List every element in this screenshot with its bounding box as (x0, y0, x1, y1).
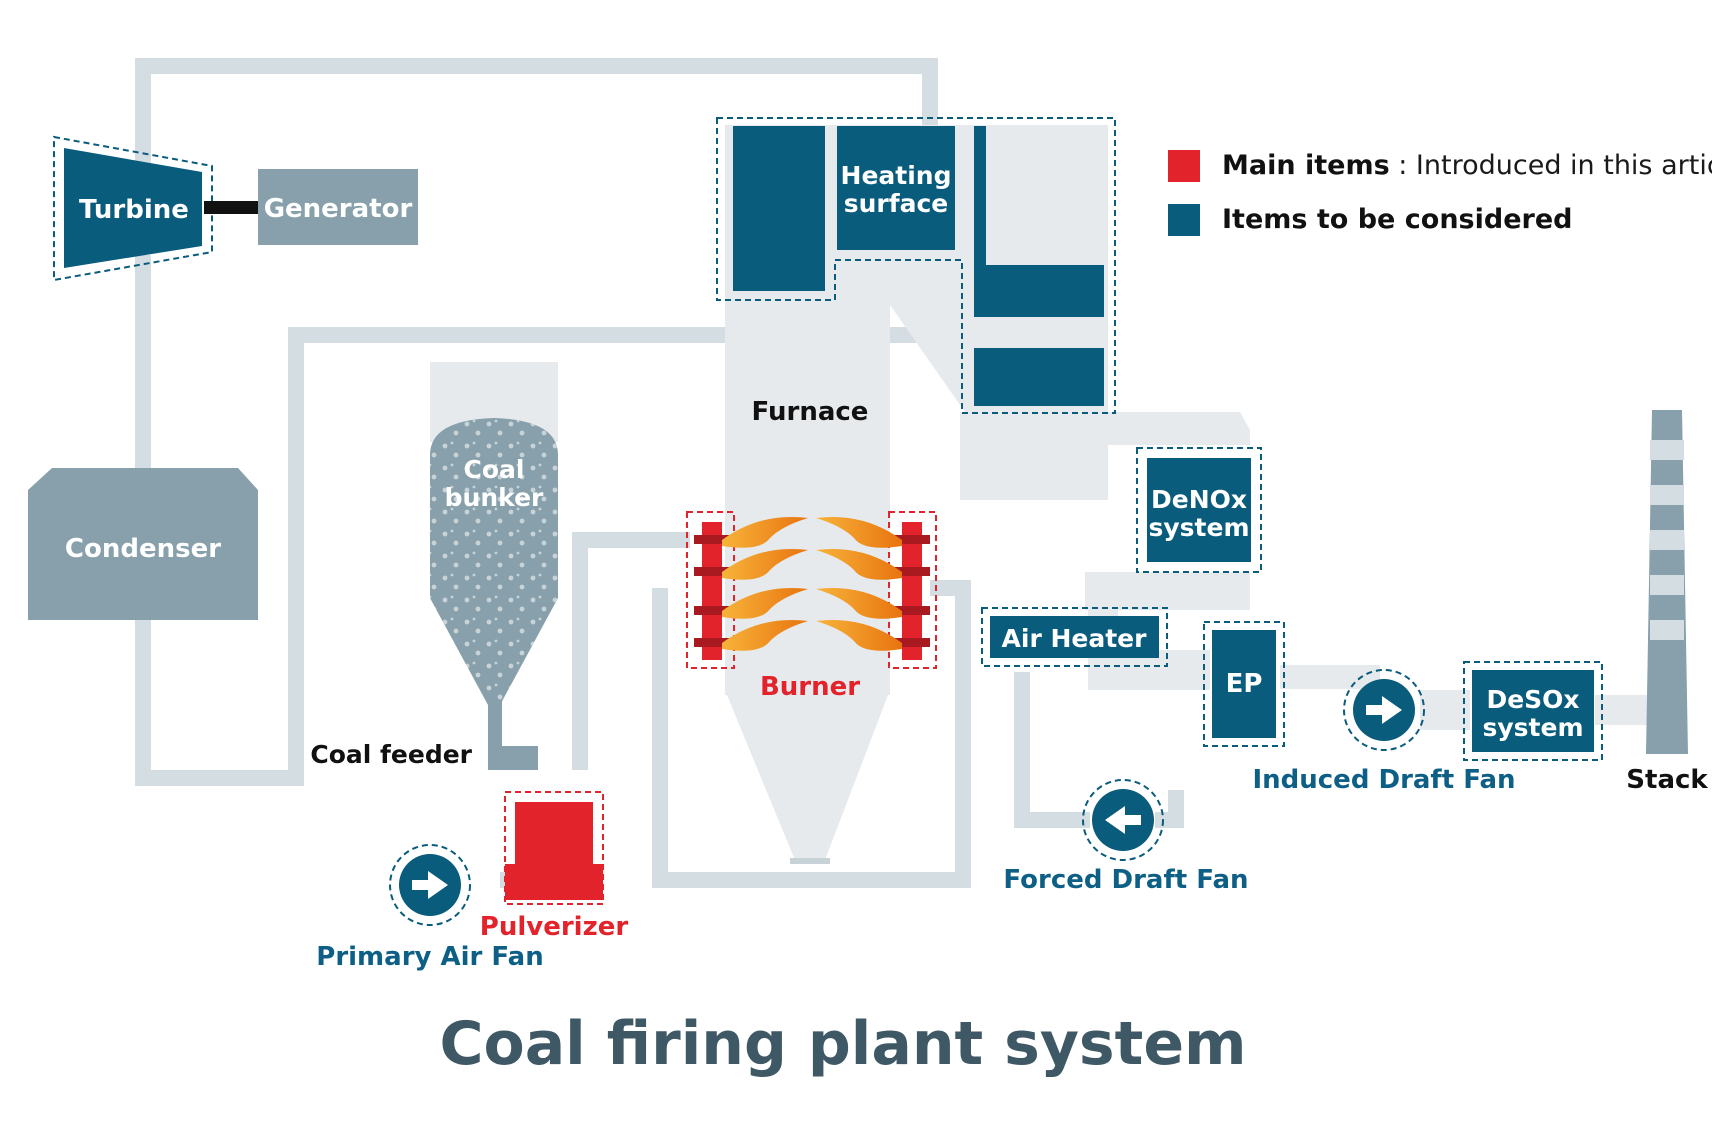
denox-label-2: system (1148, 513, 1249, 542)
arrow-right-icon (1366, 696, 1402, 724)
primary-air-fan[interactable]: Primary Air Fan (316, 844, 544, 972)
legend-considered-label: Items to be considered (1222, 204, 1572, 235)
forced-draft-fan-label: Forced Draft Fan (1003, 865, 1248, 895)
induced-draft-fan-label: Induced Draft Fan (1252, 765, 1515, 795)
flames (722, 516, 902, 651)
legend: Main items : Introduced in this article … (1168, 150, 1712, 236)
coal-feeder-label: Coal feeder (310, 740, 472, 769)
furnace-label: Furnace (752, 397, 869, 427)
flue-gas-ducts (960, 412, 1655, 730)
diagram-title: Coal firing plant system (439, 1009, 1246, 1079)
forced-draft-fan[interactable]: Forced Draft Fan (1003, 779, 1249, 895)
denox-system: DeNOx system (1136, 447, 1262, 573)
ep: EP (1203, 621, 1285, 747)
turbine-shaft (204, 201, 258, 214)
coal-bunker-label-2: bunker (445, 483, 544, 512)
stack: Stack (1626, 410, 1708, 795)
legend-swatch-main (1168, 150, 1200, 182)
coal-bunker: Coal bunker (430, 362, 558, 705)
legend-swatch-considered (1168, 204, 1200, 236)
generator-label: Generator (264, 194, 413, 224)
ep-label: EP (1226, 669, 1263, 699)
denox-label-1: DeNOx (1151, 485, 1247, 514)
air-heater-label: Air Heater (1002, 624, 1148, 653)
coal-bunker-label-1: Coal (464, 455, 525, 484)
coal-feeder: Coal feeder (310, 700, 538, 770)
heating-surface-label-1: Heating (841, 161, 952, 190)
legend-main-label: Main items (1222, 150, 1390, 181)
burner-label: Burner (760, 672, 860, 702)
generator: Generator (258, 169, 418, 245)
pulverizer-label: Pulverizer (480, 912, 629, 942)
heating-surface: Heating surface (716, 117, 1116, 414)
desox-system: DeSOx system (1463, 661, 1603, 761)
steam-pipes (135, 58, 1184, 888)
burner: Burner (686, 511, 937, 702)
svg-text:Main items : Introduced in thi: Main items : Introduced in this article (1222, 150, 1712, 181)
air-heater: Air Heater (981, 607, 1168, 667)
pulverizer: Pulverizer (480, 791, 629, 942)
heating-surface-label-2: surface (844, 189, 949, 218)
turbine-label: Turbine (79, 195, 189, 225)
condenser-label: Condenser (65, 534, 221, 564)
arrow-right-icon (412, 871, 448, 899)
condenser: Condenser (28, 468, 258, 620)
legend-main-desc: : Introduced in this article (1390, 150, 1712, 181)
desox-label-1: DeSOx (1486, 685, 1579, 714)
turbine: Turbine (53, 135, 213, 282)
arrow-left-icon (1105, 806, 1141, 834)
desox-label-2: system (1482, 713, 1583, 742)
induced-draft-fan[interactable]: Induced Draft Fan (1252, 669, 1516, 795)
primary-air-fan-label: Primary Air Fan (316, 942, 543, 972)
stack-label: Stack (1626, 765, 1708, 795)
